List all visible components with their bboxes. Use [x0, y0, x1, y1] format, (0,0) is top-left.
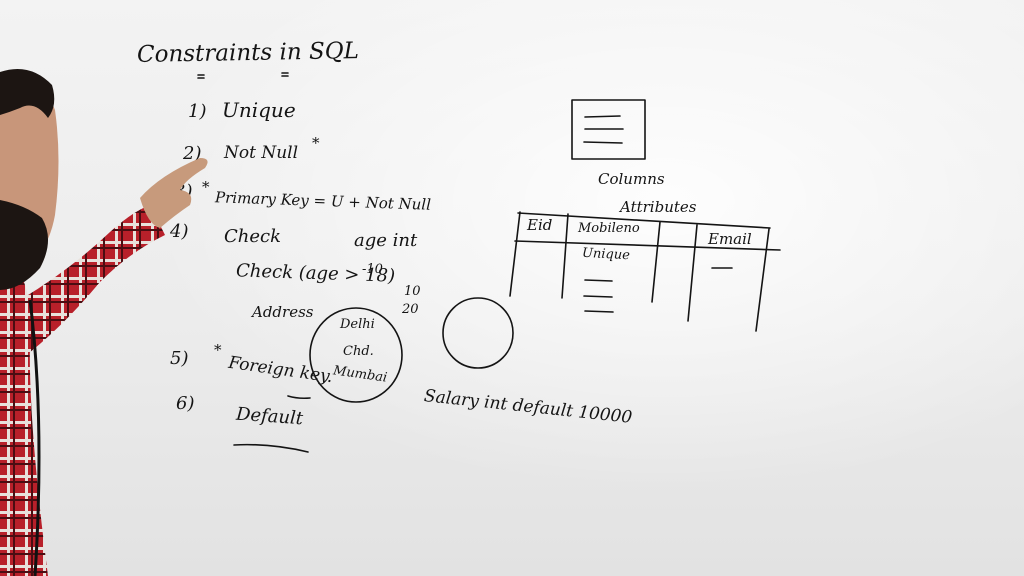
key-underline — [287, 395, 311, 400]
address-city-1: Delhi — [340, 317, 375, 332]
list-number-5: 5) — [170, 348, 189, 369]
star-mark-foreign-key: * — [214, 341, 222, 359]
list-number-6: 6) — [176, 393, 195, 414]
columns-label: Columns — [598, 170, 665, 188]
table-top-line — [517, 212, 771, 229]
document-icon — [571, 99, 646, 160]
check-declaration: age int — [354, 230, 418, 251]
table-header-email: Email — [708, 230, 752, 248]
default-underline — [233, 443, 309, 453]
address-label: Address — [252, 303, 314, 321]
table-header-mobileno: Mobileno — [578, 221, 640, 236]
check-value-a: 10 — [404, 284, 421, 299]
list-item-check: Check — [224, 226, 282, 247]
address-city-2: Chd. — [343, 344, 374, 359]
star-mark-not-null: * — [312, 134, 320, 152]
table-header-line — [514, 240, 781, 251]
table-col-1 — [509, 211, 521, 297]
address-circle — [309, 307, 403, 403]
table-col-4 — [687, 224, 698, 322]
table-col-3 — [651, 221, 661, 303]
standalone-circle — [442, 297, 514, 369]
check-value-b: 20 — [402, 302, 419, 317]
list-item-unique: Unique — [222, 98, 296, 122]
check-value-negative: -10 — [362, 262, 383, 277]
attributes-label: Attributes — [620, 198, 697, 216]
table-col-2 — [561, 213, 569, 299]
table-col-5 — [755, 228, 770, 332]
table-header-eid: Eid — [527, 216, 553, 234]
list-number-1: 1) — [188, 101, 207, 122]
list-item-not-null: Not Null — [224, 143, 299, 163]
